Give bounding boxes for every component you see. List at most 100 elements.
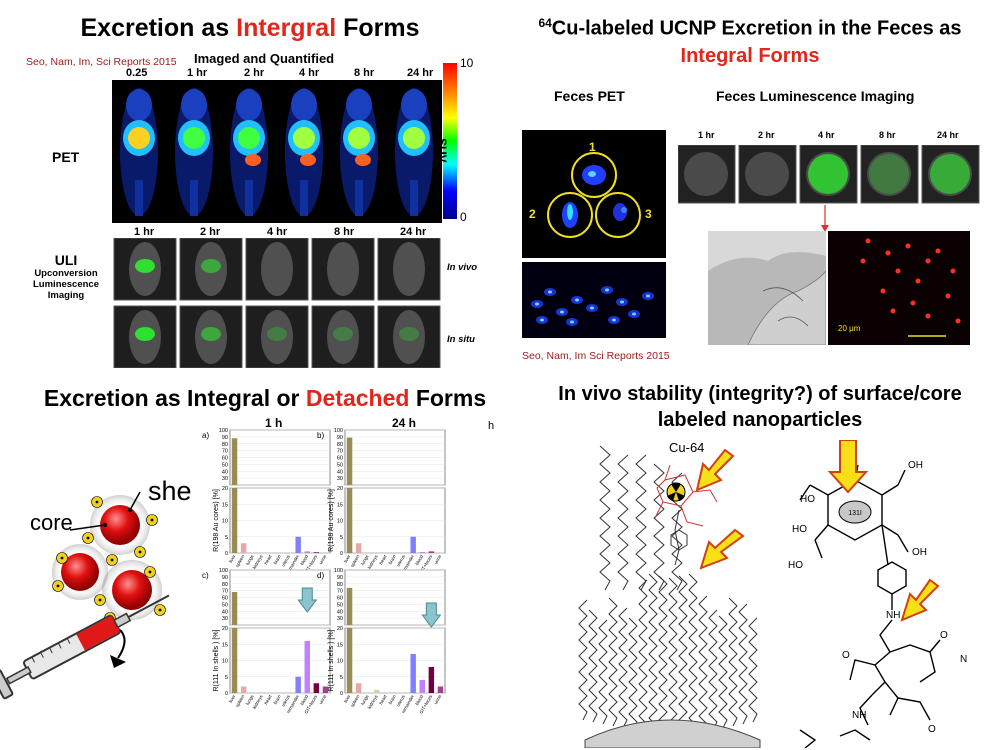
chart-tick-label: 0	[225, 551, 228, 557]
chart-tick-label: 30	[337, 616, 343, 622]
pet-time-label: 0.25	[126, 67, 148, 79]
chart-bar	[346, 488, 353, 553]
uli-mouse	[393, 242, 425, 296]
fluor-spot	[925, 258, 931, 264]
chart-bar-upper	[346, 437, 353, 485]
scale-bar-label: 20 μm	[838, 324, 861, 333]
chart-category-label: brain	[388, 694, 398, 706]
chart-tick-label: 20	[337, 626, 343, 632]
q4-title-line-2: labeled nanoparticles	[657, 409, 863, 431]
q3-title-part-a: Excretion as Integral or	[43, 385, 306, 411]
radiation-icon-center	[56, 584, 60, 588]
pet-circle-label-1: 1	[589, 140, 596, 154]
lipid-chain	[688, 573, 698, 735]
uli-mouse	[327, 242, 359, 296]
peg-chain	[635, 454, 647, 591]
chart-tick-label: 70	[222, 589, 228, 595]
q1-title-part-a: Excretion as	[80, 14, 237, 42]
fluor-spot	[925, 313, 931, 319]
chart-tick-label: 100	[219, 428, 228, 434]
pet-organ-hot	[403, 127, 425, 149]
chart-tick-label: 40	[222, 469, 228, 475]
chart-tick-label: 50	[222, 602, 228, 608]
pet-tail-region	[190, 180, 198, 216]
chart-category-label: heart	[378, 693, 388, 705]
chem-label: O	[940, 630, 948, 641]
suv-scale-max: 10	[460, 56, 474, 70]
uli-time-label: 24 hr	[400, 226, 427, 238]
chart-category-label: blood	[414, 554, 424, 566]
uli-mouse	[261, 310, 293, 364]
chart-tick-label: 10	[337, 659, 343, 665]
chart-category-label: spleen	[235, 694, 246, 708]
core-word: core	[30, 510, 73, 535]
chart-category-label: liver	[343, 694, 352, 704]
pet-strip-core	[632, 312, 636, 316]
chem-label: OH	[912, 547, 927, 558]
lipid-chain	[578, 599, 588, 721]
pet-mouse-head	[291, 89, 317, 121]
lipid-chain	[598, 619, 608, 725]
chart-tick-label: 5	[225, 535, 228, 541]
chart-bar	[295, 536, 301, 553]
pet-gut-signal	[300, 154, 316, 166]
pet-time-label: 1 hr	[187, 67, 208, 79]
pet-gut-signal	[355, 154, 371, 166]
chart-panel: d)R(111 In shells ) [%]30405060708090100…	[317, 568, 446, 715]
uli-image-grid	[113, 238, 441, 368]
fluor-spot	[935, 248, 941, 254]
q1-title-highlight: Intergral	[236, 14, 337, 42]
feces-pet-image	[522, 130, 666, 258]
pet-organ-hot	[128, 127, 150, 149]
uli-signal	[135, 327, 155, 341]
uli-time-labels: 1 hr 2 hr 4 hr 8 hr 24 hr	[112, 226, 442, 240]
lum-pellet	[684, 152, 728, 196]
shell-word: she	[148, 476, 192, 506]
q1-title: Excretion as Intergral Forms	[0, 14, 500, 43]
chem-label: HO	[800, 494, 815, 505]
peg-chain	[653, 463, 665, 591]
chart-bar-upper	[346, 587, 353, 625]
chem-label: O	[928, 724, 936, 735]
fluor-spot	[860, 258, 866, 264]
pet-mouse-head	[181, 89, 207, 121]
lum-connector-arrow	[821, 205, 829, 232]
chart-tick-label: 50	[337, 602, 343, 608]
pet-circle-label-3: 3	[645, 207, 652, 221]
chart-category-label: urine	[318, 694, 328, 706]
chart-bar	[240, 543, 247, 553]
chart-ylabel: R(198 Au cores) [%]	[213, 489, 220, 552]
pet-mouse-head	[346, 89, 372, 121]
chart-tick-label: 5	[340, 535, 343, 541]
chart-tick-label: 70	[222, 449, 228, 455]
chart-category-label: brain	[273, 694, 283, 706]
pet-strip-core	[560, 310, 564, 314]
pet-strip-core	[548, 290, 552, 294]
microscopy-fluorescence	[828, 231, 970, 345]
fluor-spot	[955, 318, 961, 324]
lum-glow	[930, 154, 970, 194]
chart-bar	[410, 654, 416, 693]
chart-tick-label: 5	[225, 675, 228, 681]
uli-mouse	[393, 310, 425, 364]
chart-panel: a)R(198 Au cores) [%]3040506070809010005…	[202, 428, 331, 575]
chem-label: NH	[852, 710, 866, 721]
q2-title: 64Cu-labeled UCNP Excretion in the Feces…	[500, 10, 1000, 70]
lipid-chain	[648, 573, 658, 735]
pet-time-labels: 0.25 1 hr 2 hr 4 hr 8 hr 24 hr	[112, 67, 442, 81]
chart-bar-upper	[231, 438, 238, 485]
chart-bar	[419, 552, 425, 553]
pet-tail-region	[410, 180, 418, 216]
pet-tail-region	[135, 180, 143, 216]
biodistribution-charts: a)R(198 Au cores) [%]3040506070809010005…	[202, 428, 446, 715]
q1-subtitle: Imaged and Quantified	[194, 51, 335, 66]
chart-category-label: uterus	[280, 553, 291, 567]
pet-mouse-head	[236, 89, 262, 121]
chart-category-label: heart	[263, 553, 273, 565]
q3-title: Excretion as Integral or Detached Forms	[0, 385, 530, 412]
uli-label-block: ULI Upconversion Luminescence Imaging	[26, 252, 106, 301]
chart-tick-label: 10	[222, 519, 228, 525]
uli-label: ULI	[54, 252, 78, 268]
uli-time-label: 2 hr	[200, 226, 221, 238]
lum-time-label: 2 hr	[758, 130, 775, 140]
